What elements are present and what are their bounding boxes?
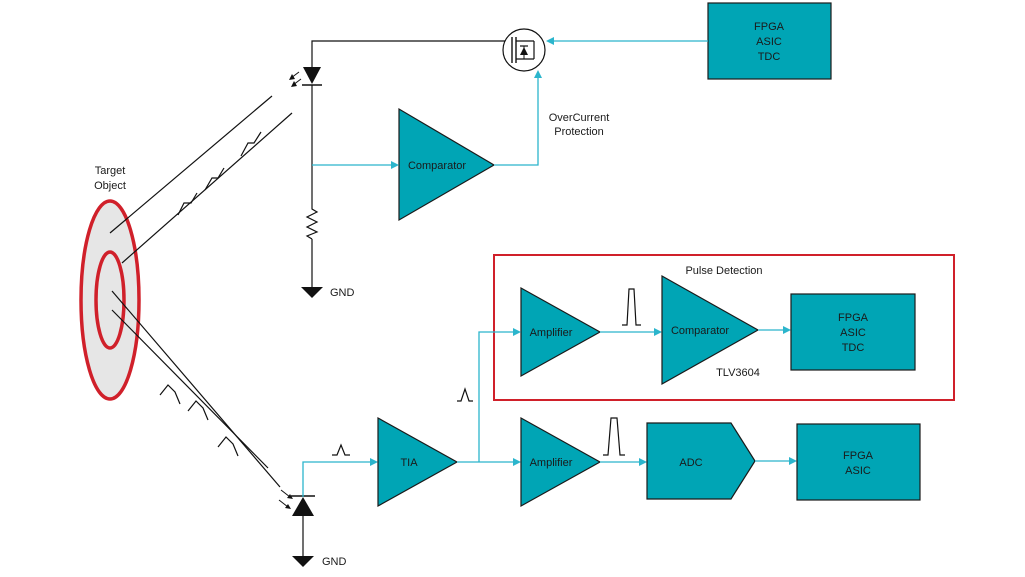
amplifier-bottom-label: Amplifier <box>530 457 573 469</box>
tia-block: TIA <box>377 416 459 508</box>
fpga-top-line3: TDC <box>758 51 781 63</box>
fpga-asic-bottom-block: FPGA ASIC <box>796 423 921 501</box>
tia-label: TIA <box>400 457 418 469</box>
fpga-pulse-line1: FPGA <box>838 312 869 324</box>
pulse-waveform-amplified-bottom <box>603 417 625 456</box>
mosfet-icon <box>502 28 546 72</box>
comparator-pulse-block: Comparator <box>661 274 760 386</box>
laser-diode-icon <box>289 67 322 87</box>
resistor-icon <box>305 206 319 240</box>
adc-label: ADC <box>679 457 702 469</box>
amp-to-comparator-wire <box>600 328 662 336</box>
fpga-asic-tdc-top-block: FPGA ASIC TDC <box>707 2 832 80</box>
laser-circuit-wires <box>311 40 506 287</box>
fpga-pulse-line3: TDC <box>842 342 865 354</box>
comparator-pulse-label: Comparator <box>671 325 729 337</box>
fpga-top-line1: FPGA <box>754 21 785 33</box>
amplifier-pulse-label: Amplifier <box>530 327 573 339</box>
tlv3604-label: TLV3604 <box>716 367 760 379</box>
fpga-bottom-line2: ASIC <box>845 465 871 477</box>
target-label-line1: Target <box>95 165 126 177</box>
tia-output-wires <box>457 328 521 466</box>
photodiode-ground-wire <box>292 516 314 567</box>
ground-icon-top <box>301 287 323 298</box>
adc-block: ADC <box>646 422 756 500</box>
optical-beams <box>109 95 293 488</box>
pulse-detection-box <box>493 254 955 401</box>
fpga-to-mosfet-wire <box>546 37 708 45</box>
photodiode-icon <box>278 489 315 516</box>
fpga-top-line2: ASIC <box>756 36 782 48</box>
pulse-detection-label: Pulse Detection <box>685 265 762 277</box>
fpga-pulse-line2: ASIC <box>840 327 866 339</box>
pulse-waveform-input <box>332 443 350 456</box>
overcurrent-label-line2: Protection <box>554 126 604 138</box>
comparator-top-label: Comparator <box>408 160 466 172</box>
fpga-bottom-line1: FPGA <box>843 450 874 462</box>
beam-pulses <box>159 131 262 457</box>
gnd-label-bottom: GND <box>322 556 347 568</box>
comparator-to-fpga-wire <box>758 326 791 334</box>
overcurrent-label-line1: OverCurrent <box>549 112 610 124</box>
adc-to-fpga-wire <box>755 457 797 465</box>
target-label-line2: Object <box>94 180 126 192</box>
amplifier-pulse-block: Amplifier <box>520 286 602 378</box>
fpga-asic-tdc-pulse-block: FPGA ASIC TDC <box>790 293 916 371</box>
target-object <box>79 199 141 401</box>
photodiode-to-tia-wire <box>302 458 378 497</box>
amp-to-adc-wire <box>600 458 647 466</box>
pulse-waveform-tia <box>457 387 473 402</box>
amplifier-bottom-block: Amplifier <box>520 416 602 508</box>
comparator-top-wires <box>312 70 542 169</box>
pulse-waveform-amplified <box>622 288 641 326</box>
gnd-label-top: GND <box>330 287 355 299</box>
comparator-top-block: Comparator <box>398 107 496 222</box>
